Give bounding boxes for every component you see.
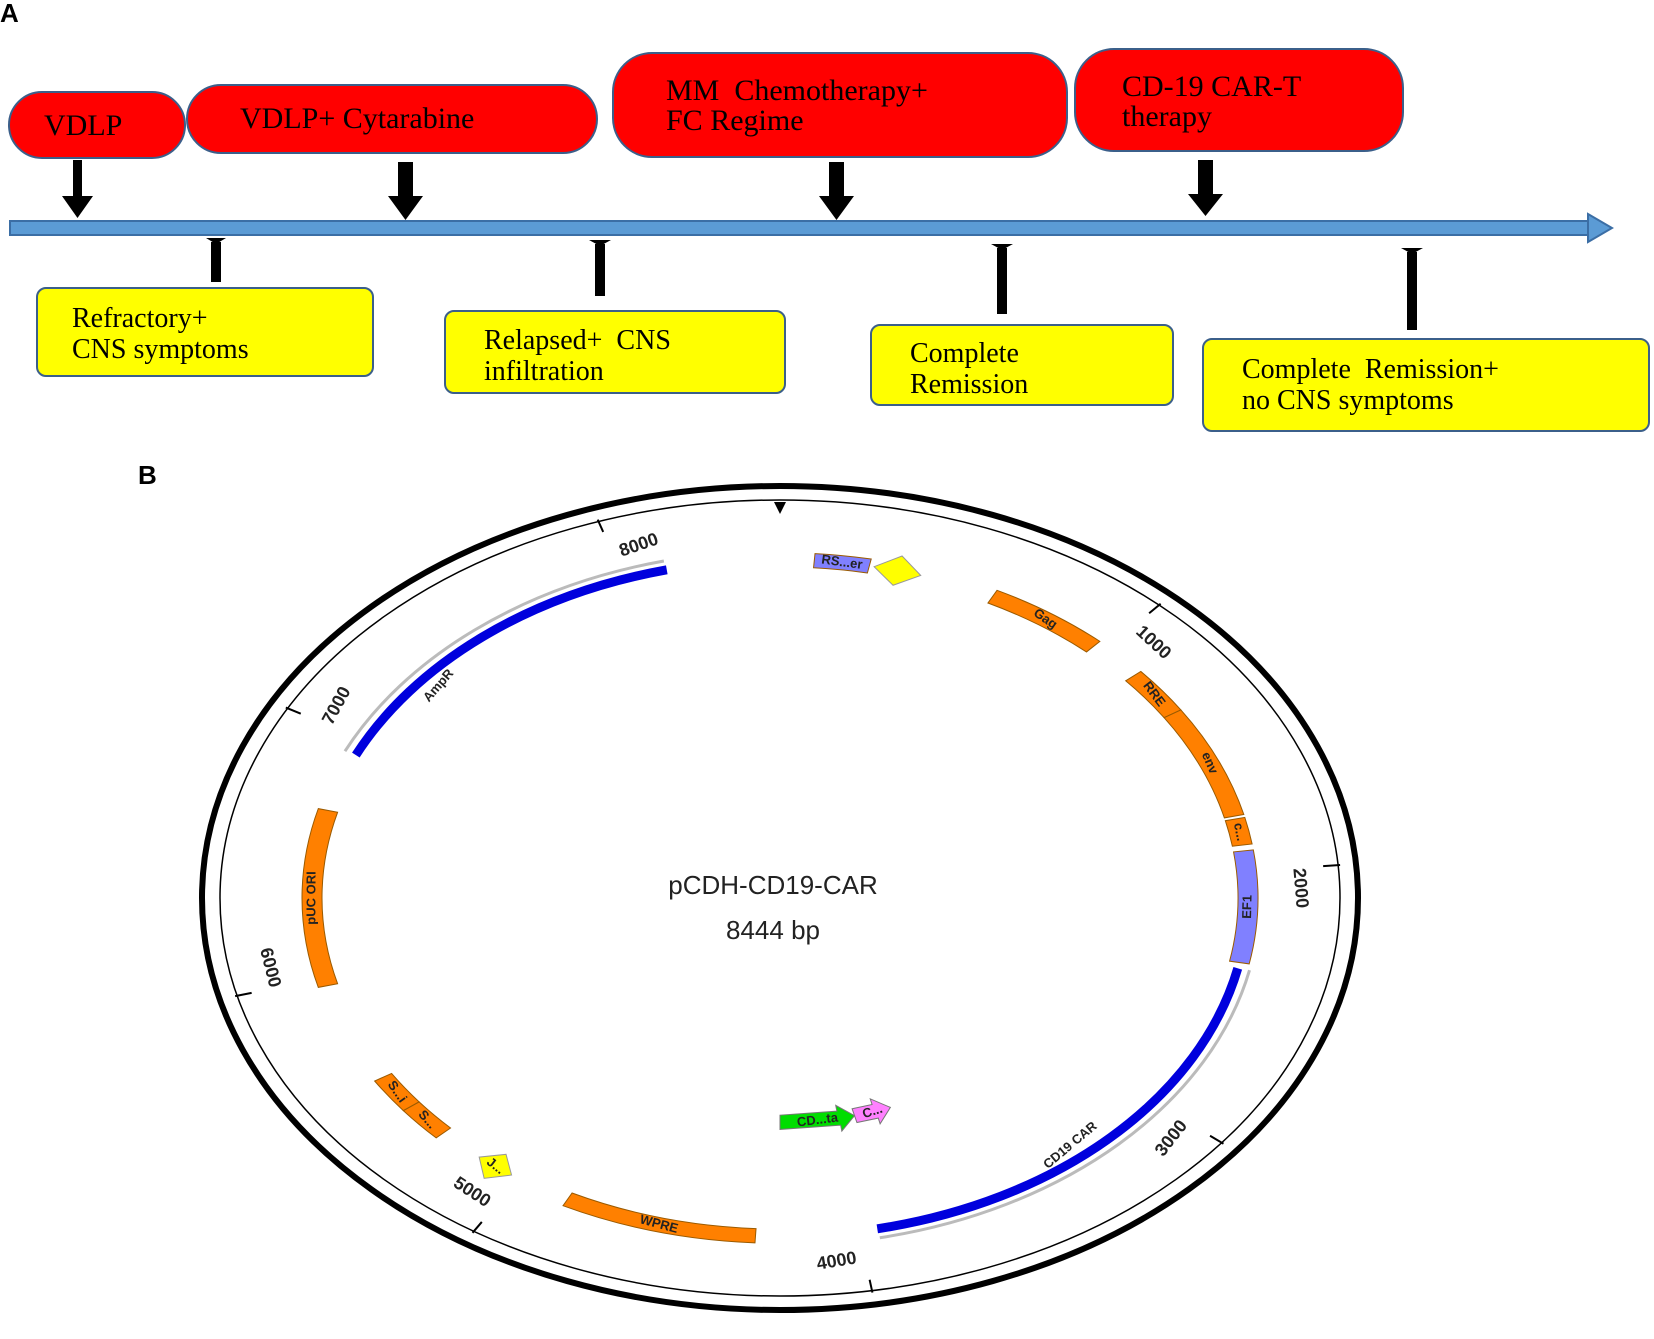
- state-box-complete-remission-no-cns: Complete Remission+ no CNS symptoms: [1202, 338, 1650, 432]
- up-arrow-1: [206, 238, 226, 282]
- treatment-label-line2: therapy: [1122, 100, 1212, 133]
- feature-ef1: [1228, 849, 1259, 965]
- feature-diamond: [478, 1153, 513, 1179]
- treatment-box-mm-chemotherapy: MM Chemotherapy+ FC Regime: [612, 52, 1068, 158]
- up-arrow-3: [991, 244, 1013, 314]
- feature-gag: [987, 589, 1101, 653]
- feature-rser: [812, 553, 872, 574]
- feature-label: EF1: [1239, 895, 1255, 919]
- state-label: Complete: [910, 338, 1019, 369]
- state-label-line2: Remission: [910, 369, 1029, 400]
- feature-diamond: [873, 555, 922, 586]
- treatment-label: CD-19 CAR-T: [1122, 70, 1302, 103]
- tick-label: 8000: [616, 529, 660, 561]
- tick-mark: [285, 706, 302, 715]
- state-box-relapsed: Relapsed+ CNS infiltration: [444, 310, 786, 394]
- tick-label: 6000: [256, 946, 285, 990]
- state-label-line2: no CNS symptoms: [1242, 385, 1454, 416]
- origin-marker: [774, 502, 786, 514]
- feature-label: CD...ta: [796, 1110, 839, 1130]
- tick-mark: [1209, 1134, 1224, 1145]
- tick-label: 3000: [1151, 1116, 1191, 1160]
- state-box-refractory: Refractory+ CNS symptoms: [36, 287, 374, 377]
- state-label-line2: infiltration: [484, 356, 604, 387]
- tick-mark: [596, 519, 605, 533]
- state-box-complete-remission: Complete Remission: [870, 324, 1174, 406]
- tick-label: 1000: [1132, 621, 1175, 663]
- plasmid-size: 8444 bp: [726, 915, 820, 945]
- tick-label: 2000: [1289, 867, 1312, 909]
- tick-mark: [234, 991, 252, 998]
- treatment-box-vdlp-cytarabine: VDLP+ Cytarabine: [186, 84, 598, 154]
- down-arrow-4: [1188, 160, 1223, 216]
- feature-label: RS...er: [821, 552, 864, 572]
- tick-label: 4000: [815, 1247, 858, 1273]
- state-label: Relapsed+ CNS: [484, 325, 671, 356]
- feature-si: [373, 1072, 420, 1112]
- treatment-label: MM Chemotherapy+: [666, 74, 928, 107]
- state-label-line2: CNS symptoms: [72, 334, 249, 365]
- feature-cdta: [779, 1104, 856, 1133]
- feature-c: [1224, 816, 1253, 847]
- panel-b-label: B: [138, 460, 157, 490]
- feature-label: pUC ORI: [303, 871, 318, 924]
- down-arrow-2: [388, 162, 423, 220]
- feature-wpre: [562, 1192, 757, 1244]
- treatment-label-line2: FC Regime: [666, 104, 804, 137]
- tick-label: 7000: [318, 683, 355, 728]
- up-arrow-4: [1401, 248, 1423, 330]
- feature-track: [879, 969, 1251, 1240]
- feature-cd19car: [876, 967, 1243, 1234]
- state-label: Refractory+: [72, 303, 208, 334]
- panel-a-label: A: [0, 0, 19, 28]
- tick-mark: [1323, 864, 1341, 868]
- state-label: Complete Remission+: [1242, 354, 1499, 385]
- down-arrow-3: [819, 162, 854, 220]
- down-arrow-1: [62, 160, 93, 218]
- treatment-label: VDLP+ Cytarabine: [240, 102, 475, 135]
- feature-label: C...: [860, 1101, 884, 1121]
- feature-ampr: [352, 565, 668, 758]
- timeline-arrow: [9, 212, 1614, 244]
- up-arrow-2: [589, 240, 611, 296]
- feature-env: [1163, 709, 1245, 819]
- plasmid-name: pCDH-CD19-CAR: [668, 870, 878, 900]
- treatment-label: VDLP: [44, 109, 123, 142]
- feature-track: [343, 559, 665, 753]
- tick-mark: [868, 1279, 874, 1293]
- tick-mark: [471, 1221, 483, 1234]
- treatment-box-cd19-car-t: CD-19 CAR-T therapy: [1074, 48, 1404, 152]
- feature-pucori: [301, 808, 339, 988]
- tick-mark: [1148, 602, 1162, 615]
- feature-label: c...: [1231, 821, 1249, 842]
- treatment-box-vdlp: VDLP: [8, 91, 186, 159]
